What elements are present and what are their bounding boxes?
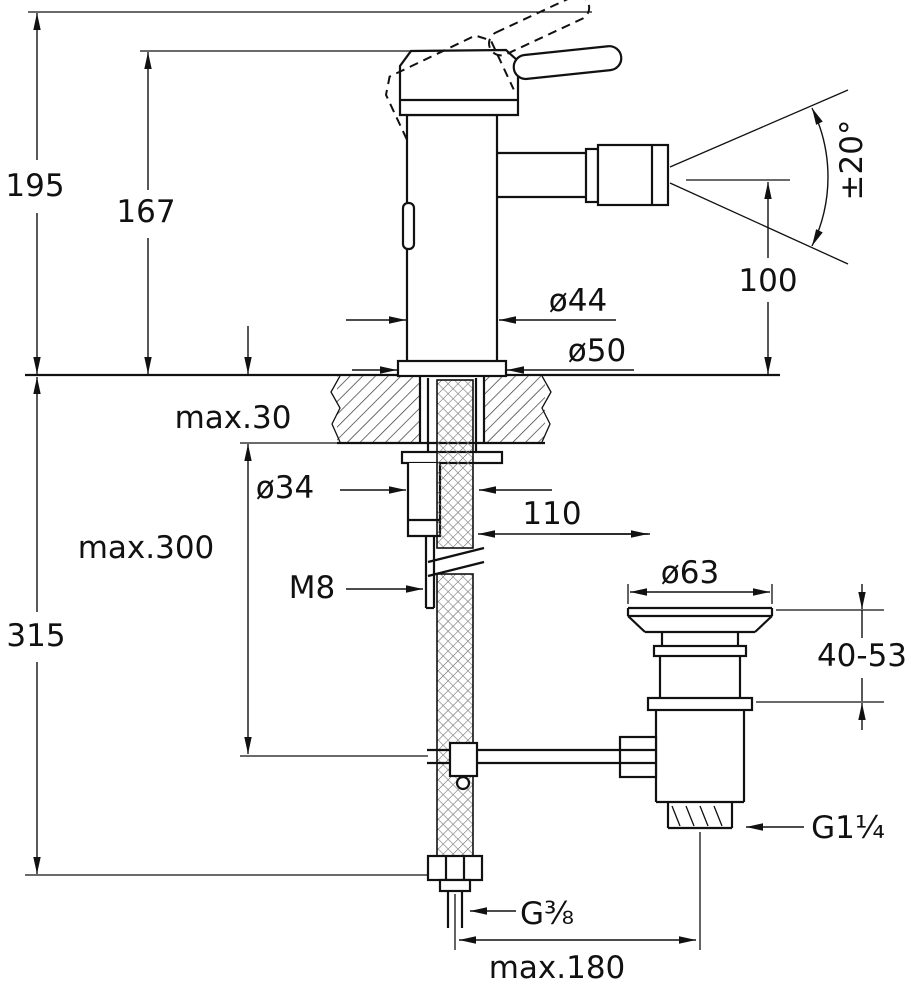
dim-o44-label: ø44 bbox=[549, 283, 607, 319]
dim-max180-label: max.180 bbox=[489, 950, 626, 986]
dim-110-label: 110 bbox=[522, 496, 581, 532]
break-line-left bbox=[330, 375, 341, 443]
lever-handle-raised-dashed bbox=[384, 0, 591, 140]
faucet-body bbox=[384, 0, 623, 378]
waste-upper-flange bbox=[652, 644, 748, 658]
dim-40-53: 40-53 bbox=[817, 584, 907, 730]
dim-angle: ±20° bbox=[834, 120, 870, 201]
dim-100: 100 bbox=[738, 182, 798, 374]
dim-o34-label: ø34 bbox=[256, 470, 314, 506]
waste-assembly bbox=[618, 606, 774, 830]
break-line-right bbox=[541, 375, 552, 443]
dim-max180: max.180 bbox=[459, 936, 696, 986]
dim-110: 110 bbox=[478, 496, 650, 538]
dim-max30: max.30 bbox=[175, 326, 292, 436]
lever-handle bbox=[512, 45, 623, 81]
dim-max30-label: max.30 bbox=[175, 400, 292, 436]
dim-max300: max.300 bbox=[78, 444, 252, 754]
countertop-section bbox=[25, 373, 780, 445]
dim-40-53-label: 40-53 bbox=[817, 638, 907, 674]
dim-g38-label: G⅜ bbox=[520, 896, 574, 932]
hose-nut bbox=[426, 854, 484, 882]
dim-m8: M8 bbox=[289, 570, 423, 606]
supply-hose bbox=[426, 379, 485, 928]
spout-aerator bbox=[497, 143, 670, 207]
popup-rod bbox=[427, 741, 622, 791]
dim-angle-label: ±20° bbox=[834, 120, 870, 201]
hose-break-line bbox=[427, 560, 485, 578]
hose-collar bbox=[438, 878, 472, 893]
clamp-ball bbox=[455, 775, 471, 791]
dim-167: 167 bbox=[116, 52, 176, 374]
dim-o50-label: ø50 bbox=[568, 333, 626, 369]
dim-o34: ø34 bbox=[256, 470, 552, 506]
rod-inlet-block bbox=[618, 735, 658, 779]
dim-195: 195 bbox=[5, 13, 65, 374]
dim-315: 315 bbox=[6, 377, 66, 874]
base-flange bbox=[396, 359, 508, 378]
aerator bbox=[596, 143, 670, 207]
dim-195-label: 195 bbox=[5, 168, 64, 204]
rod-clamp bbox=[448, 741, 479, 778]
horseshoe-bracket bbox=[406, 463, 442, 538]
dim-o50: ø50 bbox=[352, 333, 634, 374]
dim-o63-label: ø63 bbox=[661, 555, 719, 591]
hose-break-line bbox=[427, 546, 485, 564]
body-detail bbox=[401, 201, 416, 251]
dim-167-label: 167 bbox=[116, 194, 175, 230]
extension-lines bbox=[25, 11, 884, 950]
dim-g114: G1¼ bbox=[746, 810, 885, 846]
spout-ring bbox=[584, 147, 600, 204]
dim-o44: ø44 bbox=[346, 283, 616, 324]
body-cylinder bbox=[405, 113, 499, 377]
dim-315-label: 315 bbox=[6, 618, 65, 654]
spray-cone bbox=[669, 89, 849, 265]
dim-100-label: 100 bbox=[738, 263, 797, 299]
dim-o63: ø63 bbox=[630, 555, 770, 596]
mixer-head bbox=[398, 48, 520, 117]
dim-g38: G⅜ bbox=[470, 896, 574, 932]
dim-max300-label: max.300 bbox=[78, 530, 215, 566]
waste-body-flange bbox=[646, 696, 754, 712]
dim-g114-label: G1¼ bbox=[811, 810, 885, 846]
dim-m8-label: M8 bbox=[289, 570, 335, 606]
